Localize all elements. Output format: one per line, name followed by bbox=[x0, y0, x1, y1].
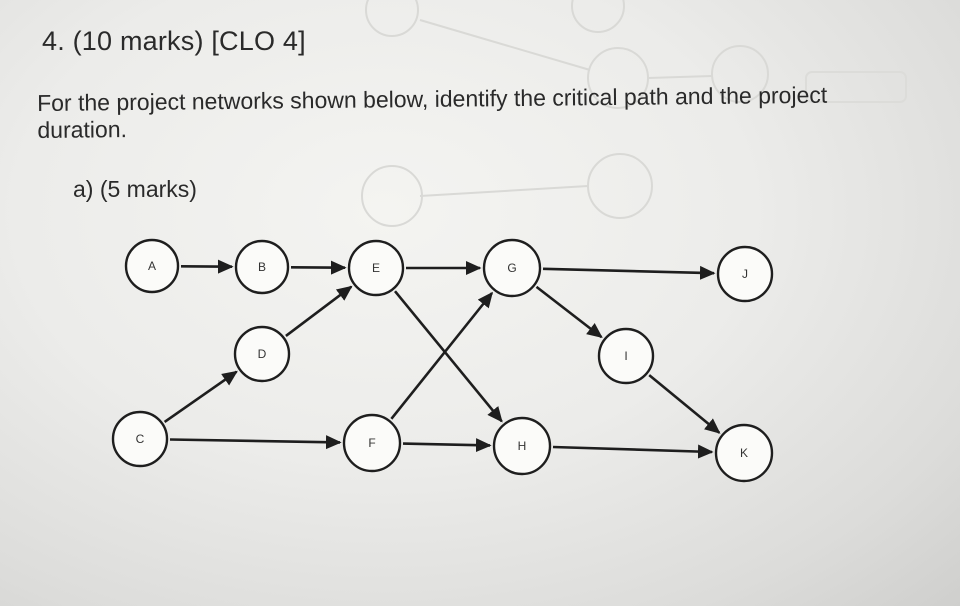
node-b: B bbox=[234, 239, 290, 295]
edge-i-to-k bbox=[648, 374, 721, 434]
node-circle bbox=[124, 238, 180, 294]
node-circle bbox=[482, 238, 542, 298]
node-label: I bbox=[624, 349, 627, 363]
node-label: J bbox=[742, 267, 748, 281]
node-circle bbox=[714, 423, 774, 483]
node-label: E bbox=[372, 261, 380, 275]
node-label: G bbox=[507, 261, 516, 275]
node-circle bbox=[492, 416, 552, 476]
node-label: H bbox=[518, 439, 527, 453]
edge-e-to-h bbox=[393, 290, 503, 423]
node-h: H bbox=[492, 416, 552, 476]
edges bbox=[163, 259, 721, 459]
node-e: E bbox=[347, 239, 405, 297]
node-label: K bbox=[740, 446, 748, 460]
node-label: F bbox=[368, 436, 375, 450]
node-k: K bbox=[714, 423, 774, 483]
node-label: C bbox=[136, 432, 145, 446]
node-i: I bbox=[597, 327, 655, 385]
edge-d-to-e bbox=[285, 285, 353, 337]
edge-h-to-k bbox=[552, 444, 714, 459]
edge-c-to-f bbox=[169, 435, 342, 450]
node-circle bbox=[342, 413, 402, 473]
node-g: G bbox=[482, 238, 542, 298]
node-label: B bbox=[258, 260, 266, 274]
node-label: D bbox=[258, 347, 267, 361]
node-f: F bbox=[342, 413, 402, 473]
nodes: A B E G J D I C F H K bbox=[111, 238, 774, 483]
edge-g-to-j bbox=[542, 265, 716, 280]
node-circle bbox=[111, 410, 169, 468]
edge-f-to-g bbox=[390, 291, 494, 420]
edge-g-to-i bbox=[535, 285, 603, 339]
node-circle bbox=[233, 325, 291, 383]
part-a-label: a) (5 marks) bbox=[73, 176, 197, 202]
node-label: A bbox=[148, 259, 156, 273]
node-d: D bbox=[233, 325, 291, 383]
node-circle bbox=[347, 239, 405, 297]
question-header: 4. (10 marks) [CLO 4] bbox=[42, 26, 306, 56]
node-circle bbox=[716, 245, 774, 303]
node-circle bbox=[234, 239, 290, 295]
node-a: A bbox=[124, 238, 180, 294]
edge-c-to-d bbox=[163, 370, 238, 423]
node-c: C bbox=[111, 410, 169, 468]
edge-f-to-h bbox=[402, 438, 492, 453]
node-j: J bbox=[716, 245, 774, 303]
node-circle bbox=[597, 327, 655, 385]
